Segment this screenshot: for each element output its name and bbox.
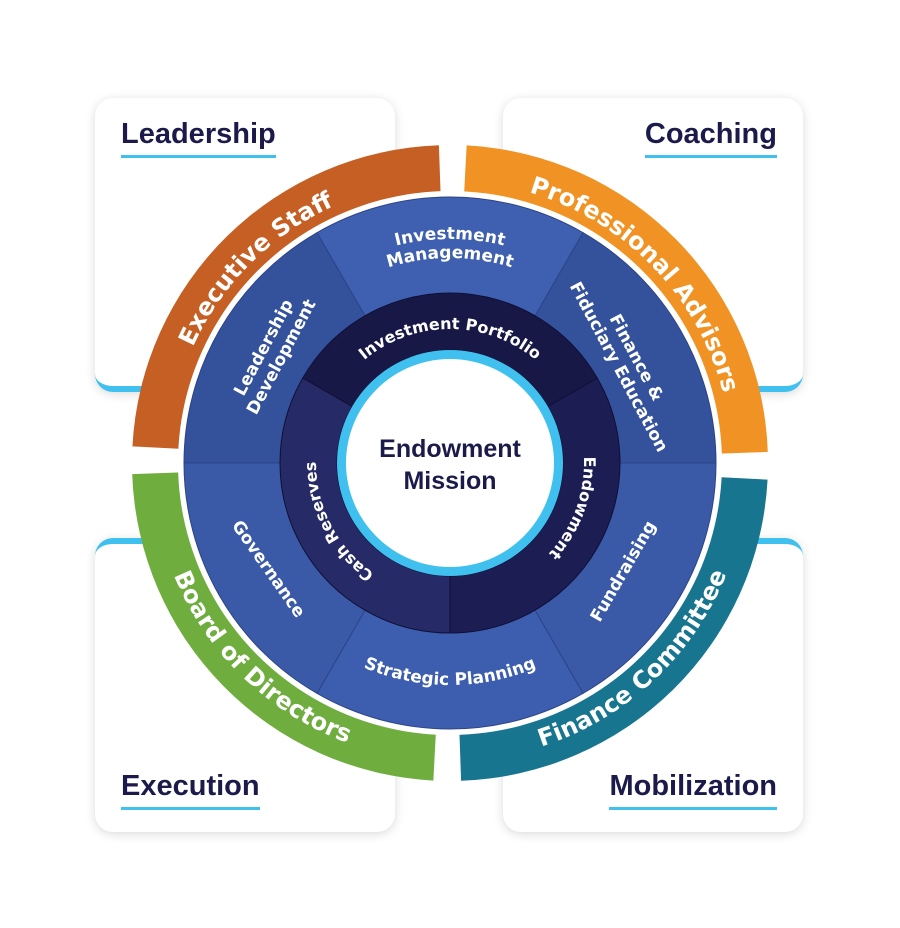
endowment-segment <box>449 377 621 634</box>
center-title-line1: Endowment <box>379 435 521 463</box>
investment-portfolio-segment <box>302 292 598 408</box>
executive-staff-arc <box>132 145 441 450</box>
leadership-title: Leadership <box>121 118 276 158</box>
board-of-directors-arc <box>132 472 437 781</box>
center-circle <box>346 359 554 567</box>
outer-ring <box>132 145 768 781</box>
professional-advisors-arc <box>463 145 768 454</box>
middle-ring <box>183 196 717 730</box>
mobilization-title: Mobilization <box>609 770 777 810</box>
inner-ring <box>279 292 621 634</box>
coaching-title: Coaching <box>644 118 777 158</box>
execution-title: Execution <box>121 770 260 810</box>
finance-committee-arc <box>459 476 768 781</box>
center-title-line2: Mission <box>403 467 496 495</box>
cash-reserves-segment <box>279 377 451 634</box>
